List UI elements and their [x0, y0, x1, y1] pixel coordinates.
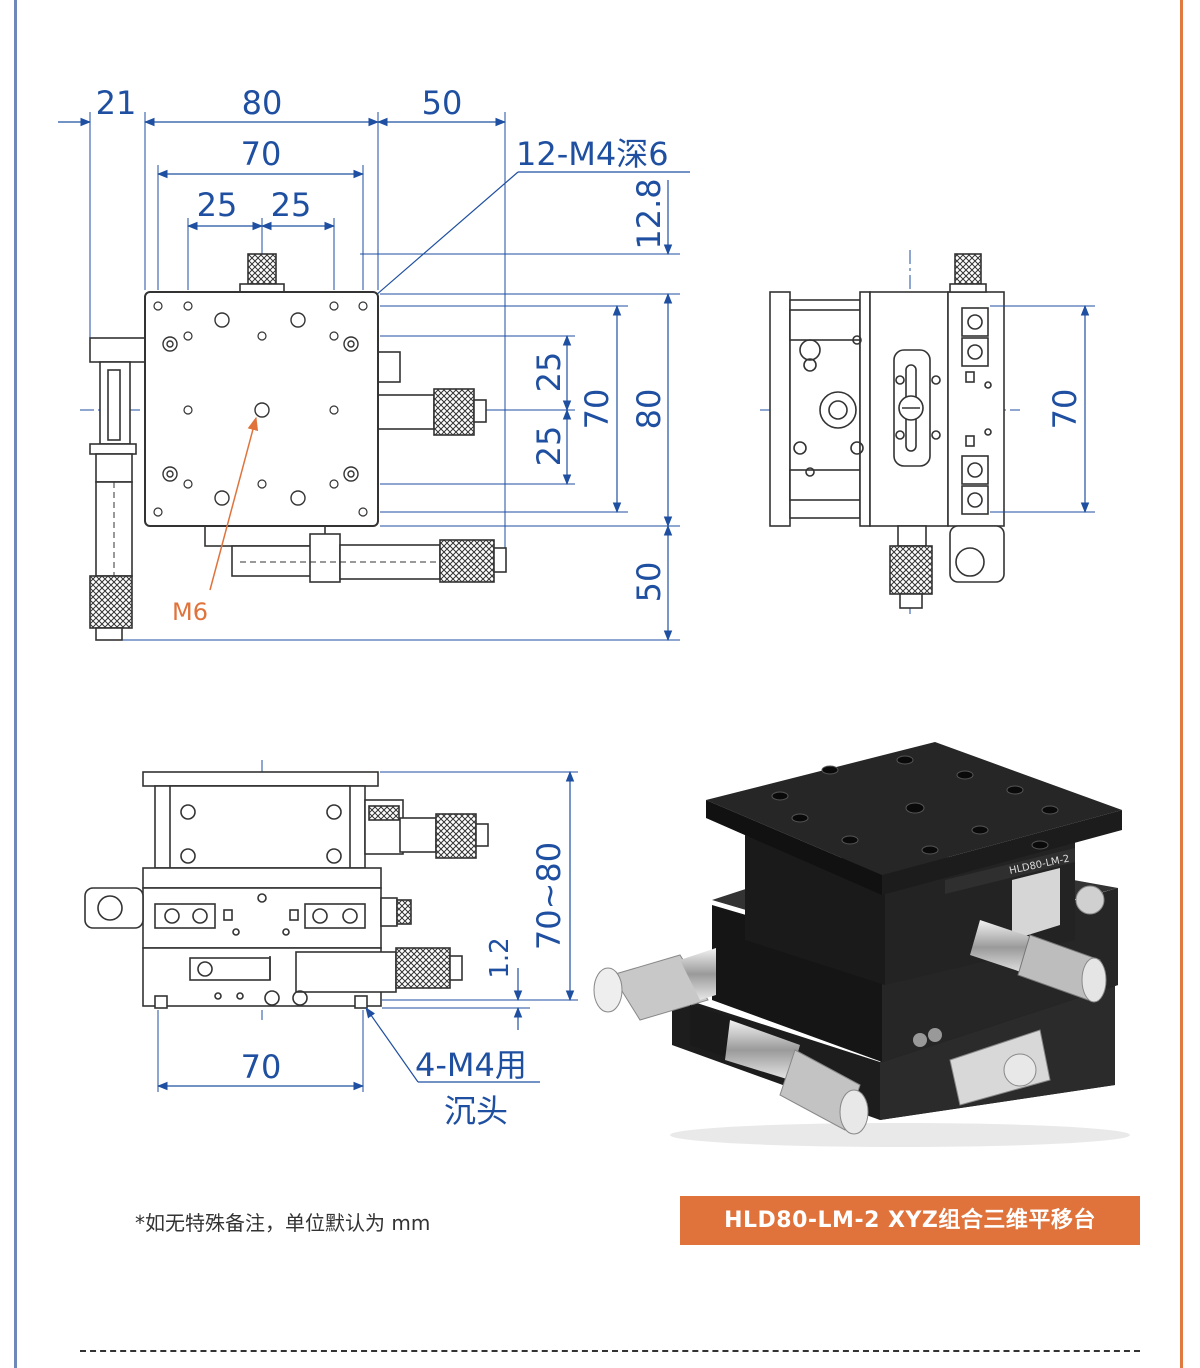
dim-25-upper: 25 — [530, 352, 568, 393]
unit-note: *如无特殊备注，单位默认为 mm — [135, 1211, 431, 1235]
top-view — [58, 112, 690, 642]
dim-25-right: 25 — [271, 186, 312, 224]
dim-70-bottom: 70 — [241, 1048, 282, 1086]
dashed-divider — [80, 1350, 1140, 1352]
product-photo: HLD80-LM-2 — [593, 742, 1130, 1147]
photo-micrometer-front — [690, 1005, 869, 1135]
side-view — [760, 250, 1095, 614]
callout-countersink: 沉头 — [444, 1092, 508, 1130]
dim-21: 21 — [96, 84, 137, 122]
callout-4-m4: 4-M4用 — [415, 1046, 527, 1084]
dim-80-right: 80 — [630, 389, 668, 430]
dim-70-80: 70~80 — [530, 842, 568, 950]
callout-12-m4: 12-M4深6 — [516, 135, 669, 173]
dim-50-top: 50 — [422, 84, 463, 122]
dim-25-left: 25 — [197, 186, 238, 224]
dim-25-lower: 25 — [530, 426, 568, 467]
dim-70-inner: 70 — [578, 389, 616, 430]
dim-80-top: 80 — [242, 84, 283, 122]
dim-1-2: 1.2 — [485, 937, 515, 978]
left-border — [14, 0, 17, 1368]
product-title-badge: HLD80-LM-2 XYZ组合三维平移台 — [680, 1196, 1140, 1245]
top-view-dimensions: 21 80 50 70 25 25 12-M4深6 12.8 25 25 70 … — [96, 84, 669, 626]
front-view-dimensions: 70~80 1.2 70 4-M4用 沉头 — [241, 842, 568, 1130]
right-border — [1180, 0, 1183, 1368]
dim-12-8: 12.8 — [630, 178, 668, 249]
photo-micrometer-left — [593, 948, 716, 1021]
callout-m6: M6 — [172, 598, 208, 626]
dim-70-top: 70 — [241, 135, 282, 173]
front-view — [84, 760, 578, 1092]
dim-70-side: 70 — [1046, 389, 1084, 430]
photo-micrometer-right — [970, 885, 1107, 1003]
dim-50-right: 50 — [630, 562, 668, 603]
